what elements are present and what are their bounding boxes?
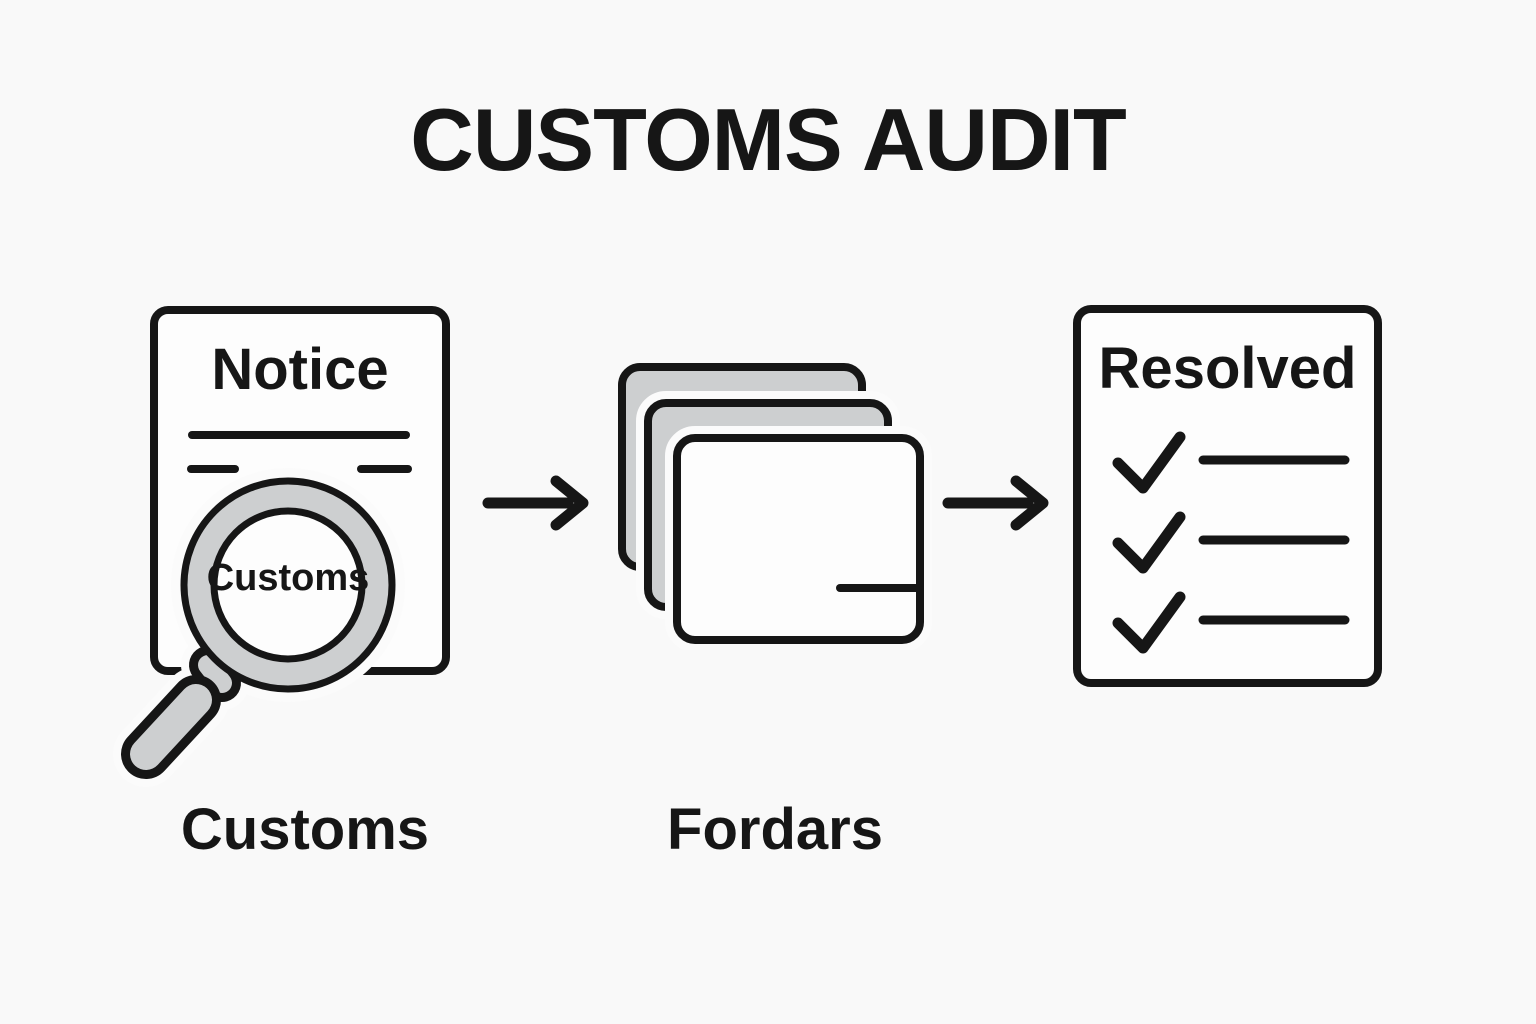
right-arrow-icon bbox=[482, 475, 589, 531]
resolved-heading: Resolved bbox=[1098, 336, 1357, 401]
page-title: CUSTOMS AUDIT bbox=[410, 90, 1126, 189]
checklist bbox=[1112, 431, 1350, 654]
checklist-row bbox=[1112, 431, 1350, 494]
text-line bbox=[188, 431, 410, 439]
step2-caption: Fordars bbox=[667, 797, 883, 862]
magnifier-lens-label: Customs bbox=[207, 557, 370, 599]
checklist-row bbox=[1112, 511, 1350, 574]
magnifier-icon: Customs bbox=[113, 468, 405, 787]
notice-heading: Notice bbox=[211, 337, 389, 402]
step1-caption: Customs bbox=[180, 797, 430, 862]
text-dash bbox=[187, 465, 239, 473]
text-dash bbox=[357, 465, 412, 473]
resolved-document: Resolved bbox=[1073, 305, 1382, 687]
right-arrow-icon bbox=[942, 475, 1049, 531]
stacked-folders-icon bbox=[618, 363, 932, 650]
checklist-row bbox=[1112, 591, 1350, 654]
